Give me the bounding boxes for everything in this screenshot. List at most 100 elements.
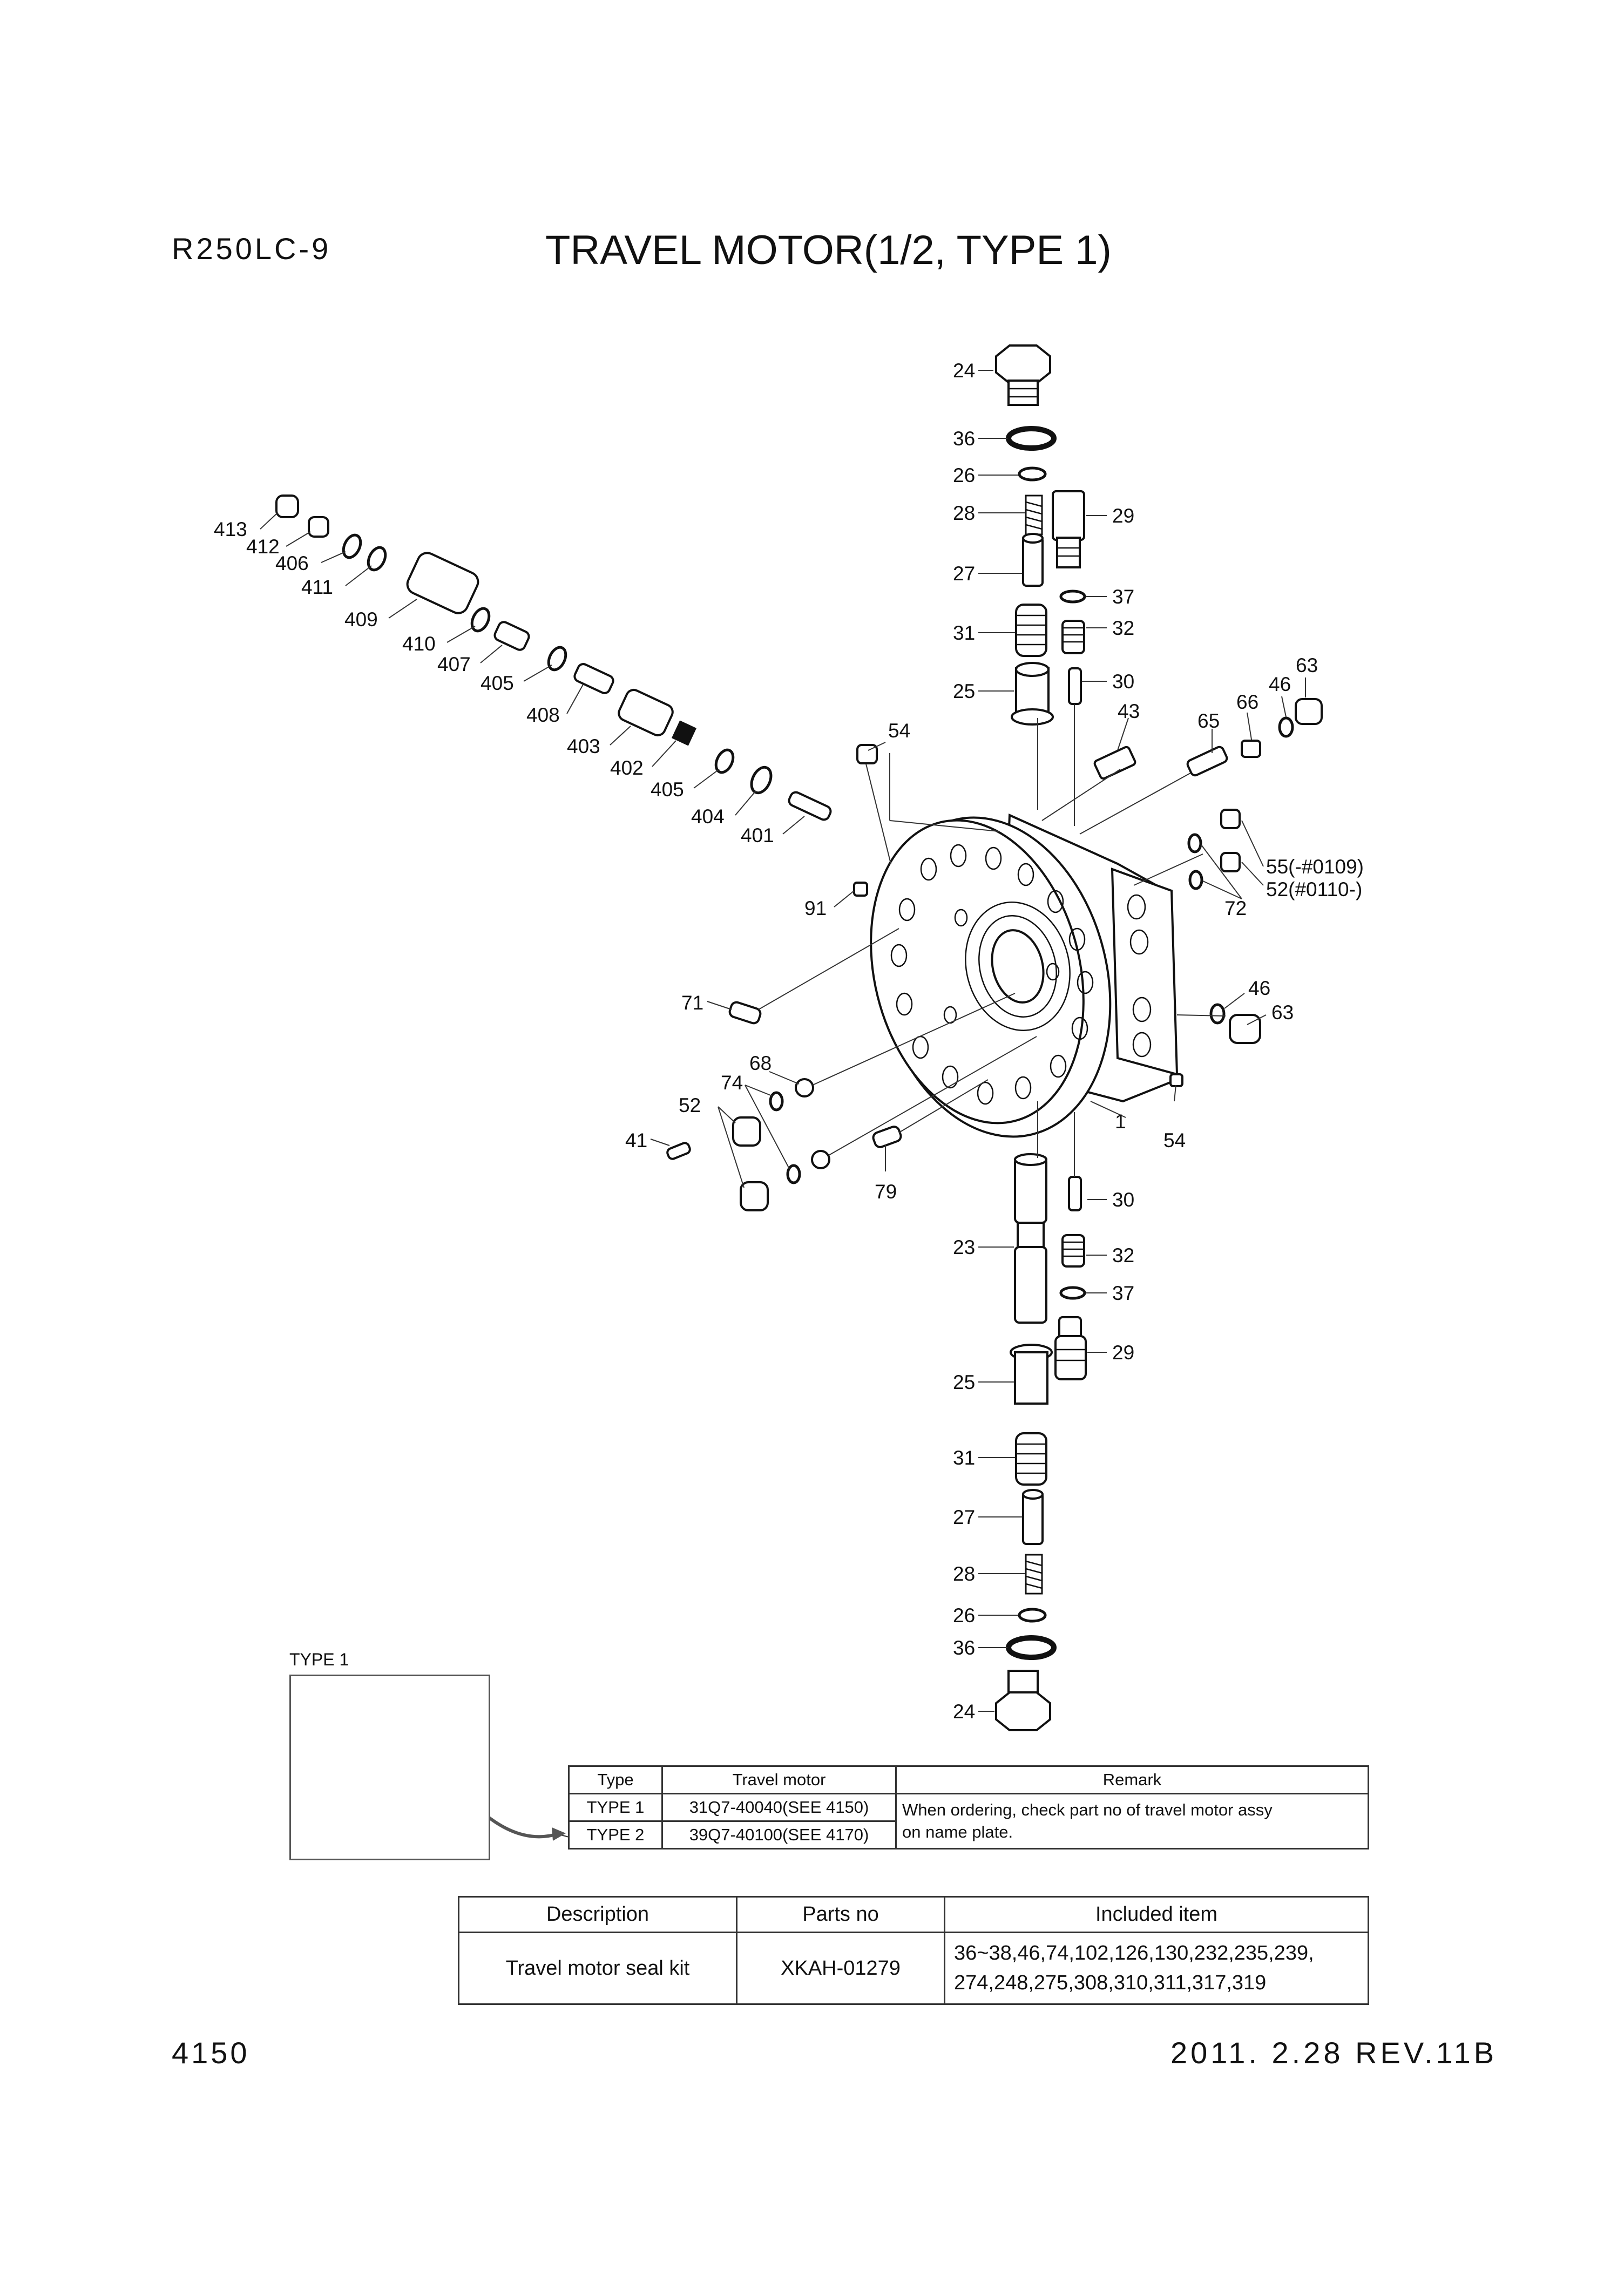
callout-54-top: 54 <box>888 720 910 742</box>
callout-32-top: 32 <box>1112 617 1134 639</box>
callout-1: 1 <box>1115 1110 1126 1133</box>
plug-413 <box>275 494 299 518</box>
callout-46-top: 46 <box>1269 673 1291 695</box>
spring-28-top <box>1025 494 1043 536</box>
leader-lines <box>260 370 1306 1841</box>
description-col-header: Description <box>458 1896 737 1933</box>
table-row: Travel motor seal kit XKAH-01279 36~38,4… <box>458 1931 1369 2006</box>
callout-410: 410 <box>402 633 436 655</box>
page-number: 4150 <box>172 2036 250 2070</box>
plug-412 <box>308 516 329 538</box>
type1-inset-label: TYPE 1 <box>289 1650 349 1669</box>
callout-29-bottom: 29 <box>1112 1342 1134 1364</box>
callout-27-top: 27 <box>953 563 975 585</box>
callout-408: 408 <box>526 704 560 726</box>
callout-411: 411 <box>301 576 333 598</box>
table-row: TYPE 1 31Q7-40040(SEE 4150) When orderin… <box>568 1793 1369 1849</box>
table-row: TYPE 2 39Q7-40100(SEE 4170) <box>568 1820 1369 1849</box>
callout-71: 71 <box>681 992 703 1014</box>
plug-63-mid <box>1229 1014 1261 1044</box>
pin-30-top <box>1068 667 1082 705</box>
o-ring-74b <box>786 1164 801 1184</box>
remark-cell: When ordering, check part no of travel m… <box>895 1793 1369 1849</box>
kit-parts-no-cell: XKAH-01279 <box>736 1931 945 2006</box>
callout-402: 402 <box>610 757 644 779</box>
cap-25-top <box>1011 662 1054 726</box>
callout-26-bottom: 26 <box>953 1604 975 1627</box>
callout-32-bottom: 32 <box>1112 1244 1134 1266</box>
callout-401: 401 <box>741 824 774 846</box>
page-title: TRAVEL MOTOR(1/2, TYPE 1) <box>545 227 1112 273</box>
o-ring-46-mid <box>1209 1003 1226 1025</box>
ring-404 <box>750 765 773 795</box>
parts-no-col-header: Parts no <box>736 1896 945 1933</box>
motor-housing-1 <box>870 813 1179 1138</box>
callout-413: 413 <box>214 518 247 540</box>
cap-25-bottom <box>1010 1344 1053 1405</box>
o-ring-36-bottom <box>1006 1635 1057 1660</box>
travel-motor-col-header: Travel motor <box>661 1765 897 1794</box>
pin-30-bottom <box>1068 1176 1082 1211</box>
ball-68-b <box>811 1150 830 1169</box>
o-ring-36-top <box>1006 426 1057 451</box>
motor-part-cell: 39Q7-40100(SEE 4170) <box>661 1820 897 1849</box>
spring-66 <box>1241 740 1261 758</box>
o-ring-405b <box>714 748 735 774</box>
valve-29-top <box>1052 490 1085 568</box>
callout-412: 412 <box>246 536 280 558</box>
callout-46-mid: 46 <box>1248 977 1270 999</box>
bolt-401 <box>788 791 832 821</box>
callout-28-bottom: 28 <box>953 1563 975 1585</box>
kit-included-items-cell: 36~38,46,74,102,126,130,232,235,239, 274… <box>944 1931 1369 2006</box>
callout-28-top: 28 <box>953 502 975 524</box>
callout-36-bottom: 36 <box>953 1637 975 1659</box>
callout-54-bottom: 54 <box>1163 1129 1186 1151</box>
callout-23: 23 <box>953 1236 975 1258</box>
spring-32-bottom <box>1061 1234 1085 1268</box>
callout-404: 404 <box>691 805 725 828</box>
type1-inset-frame <box>289 1675 490 1860</box>
remark-col-header: Remark <box>895 1765 1369 1794</box>
plug-54-bottom <box>1169 1073 1183 1087</box>
o-ring-72a <box>1187 833 1202 853</box>
callout-36-top: 36 <box>953 428 975 450</box>
callout-43: 43 <box>1118 700 1140 722</box>
pin-41 <box>666 1142 691 1160</box>
callout-91: 91 <box>804 897 827 919</box>
o-ring-72b <box>1188 870 1203 890</box>
included-line-1: 36~38,46,74,102,126,130,232,235,239, <box>954 1942 1314 1964</box>
callout-26-top: 26 <box>953 464 975 486</box>
ball-68-a <box>795 1078 814 1097</box>
callout-74: 74 <box>721 1072 743 1094</box>
seal-kit-table: Description Parts no Included item Trave… <box>458 1896 1369 2006</box>
plug-24-top <box>995 344 1051 406</box>
kit-description-cell: Travel motor seal kit <box>458 1931 737 2006</box>
included-item-col-header: Included item <box>944 1896 1369 1933</box>
kit-table-header-row: Description Parts no Included item <box>458 1896 1369 1933</box>
callout-29-top: 29 <box>1112 505 1134 527</box>
callout-403: 403 <box>567 735 600 757</box>
piston-403 <box>618 688 674 737</box>
type-cell: TYPE 2 <box>568 1820 663 1849</box>
o-ring-46-top <box>1278 716 1294 738</box>
ring-26-bottom <box>1018 1608 1047 1623</box>
plug-52-b <box>740 1181 769 1211</box>
callout-63-top: 63 <box>1296 654 1318 676</box>
callout-52-right: 52(#0110-) <box>1266 878 1362 900</box>
spring-31-top <box>1015 604 1047 657</box>
type-table-header-row: Type Travel motor Remark <box>568 1765 1369 1794</box>
o-ring-37-top <box>1059 590 1086 604</box>
pin-27-bottom <box>1022 1489 1044 1545</box>
callout-66: 66 <box>1236 691 1258 713</box>
o-ring-411 <box>367 546 387 572</box>
callout-31-bottom: 31 <box>953 1447 975 1469</box>
callout-37-top: 37 <box>1112 586 1134 608</box>
revision-date: 2011. 2.28 REV.11B <box>1170 2036 1498 2070</box>
pin-27-top <box>1022 533 1044 587</box>
pin-79 <box>872 1126 902 1148</box>
spring-28-bottom <box>1025 1554 1043 1595</box>
spool-65 <box>1186 746 1228 777</box>
callout-25-top: 25 <box>953 680 975 702</box>
callout-37-bottom: 37 <box>1112 1282 1134 1304</box>
